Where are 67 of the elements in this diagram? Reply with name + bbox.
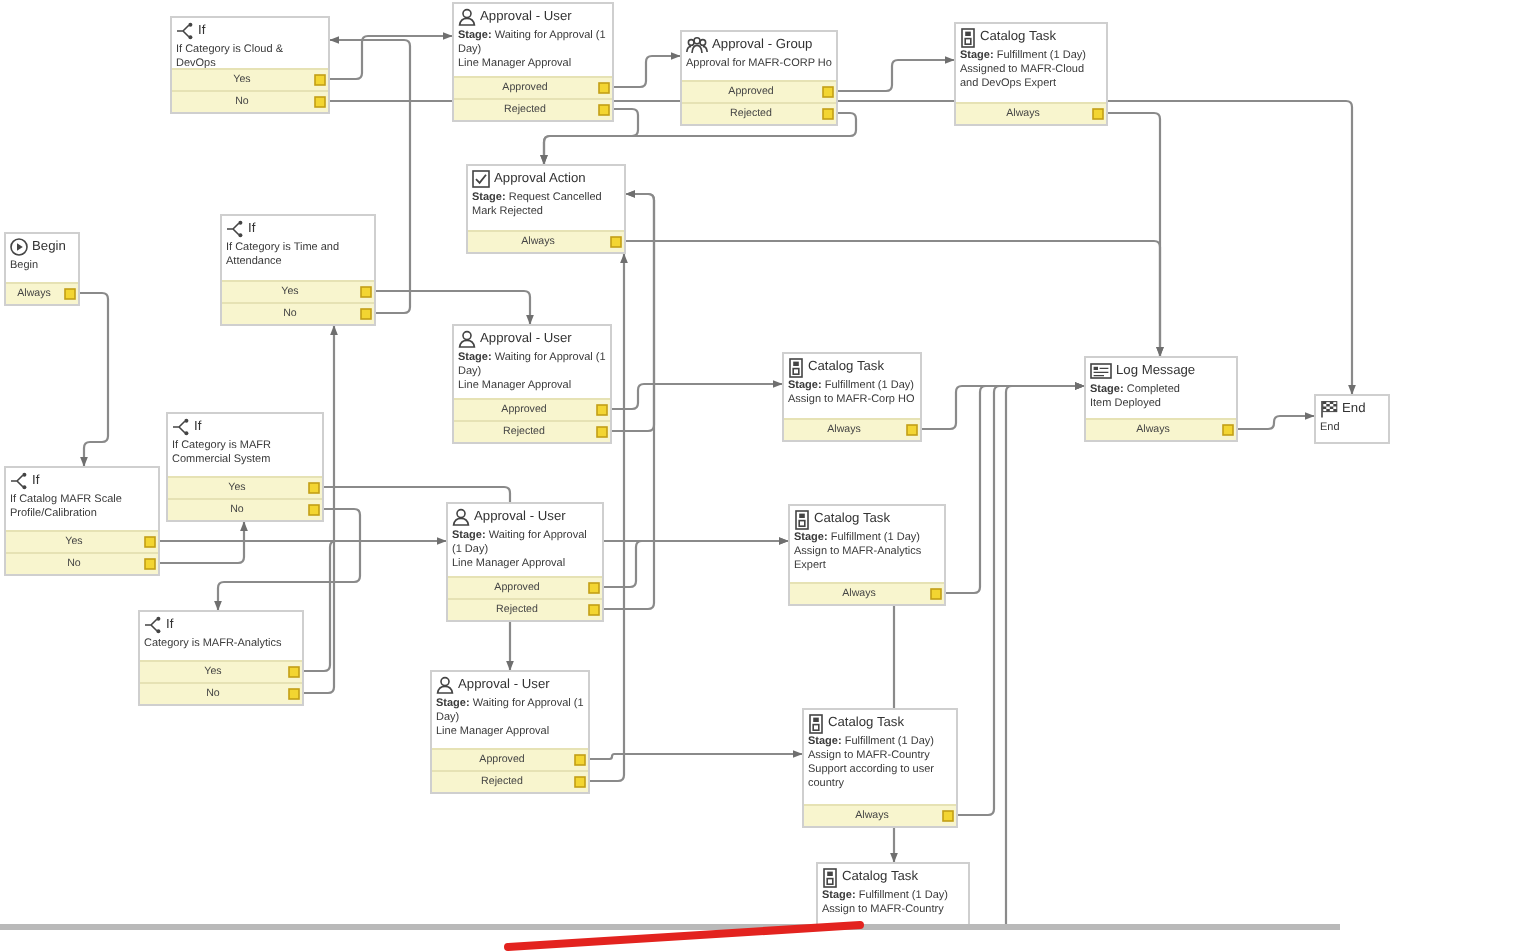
condition-row bbox=[222, 280, 374, 302]
connector-line bbox=[892, 604, 896, 708]
condition-row bbox=[454, 98, 612, 120]
activity-card bbox=[802, 708, 958, 828]
connector-arrow bbox=[329, 36, 412, 315]
condition-row bbox=[222, 302, 374, 324]
condition-row bbox=[448, 598, 602, 620]
activity-card bbox=[680, 30, 838, 126]
connector-arrow bbox=[626, 239, 1164, 357]
connector-arrow bbox=[590, 750, 803, 761]
activity-card bbox=[1084, 356, 1238, 442]
activity-card bbox=[446, 502, 604, 622]
activity-card bbox=[954, 22, 1108, 126]
condition-row bbox=[1086, 418, 1236, 440]
activity-card bbox=[430, 670, 590, 794]
condition-row bbox=[6, 282, 78, 304]
connector-arrow bbox=[214, 507, 362, 611]
condition-row bbox=[956, 102, 1106, 124]
connector-arrow bbox=[540, 111, 858, 165]
connector-arrow bbox=[1004, 382, 1085, 924]
activity-card bbox=[788, 504, 946, 606]
condition-row bbox=[468, 230, 624, 252]
activity-card bbox=[782, 352, 922, 442]
activity-card bbox=[816, 862, 970, 924]
condition-row bbox=[682, 102, 836, 124]
activity-card bbox=[220, 214, 376, 326]
condition-row bbox=[804, 804, 956, 826]
condition-row bbox=[454, 398, 610, 420]
condition-row bbox=[432, 748, 588, 770]
connector-arrow bbox=[160, 521, 248, 565]
condition-row bbox=[140, 660, 302, 682]
activity-card bbox=[4, 232, 80, 306]
connector-arrow bbox=[612, 380, 783, 411]
condition-row bbox=[432, 770, 588, 792]
connector-arrow bbox=[890, 826, 898, 863]
condition-row bbox=[172, 90, 328, 112]
condition-row bbox=[682, 80, 836, 102]
condition-row bbox=[168, 498, 322, 520]
activity-card bbox=[166, 412, 324, 522]
connector-arrow bbox=[604, 190, 656, 611]
condition-row bbox=[140, 682, 302, 704]
activity-card bbox=[452, 2, 614, 122]
connector-arrow bbox=[304, 537, 447, 673]
connector-arrow bbox=[838, 56, 955, 93]
condition-row bbox=[454, 76, 612, 98]
condition-row bbox=[168, 476, 322, 498]
connector-arrow bbox=[590, 253, 628, 783]
connector-arrow bbox=[80, 291, 110, 467]
activity-card bbox=[452, 324, 612, 444]
condition-row bbox=[172, 68, 328, 90]
condition-row bbox=[784, 418, 920, 440]
condition-row bbox=[790, 582, 944, 604]
activity-card bbox=[138, 610, 304, 706]
connector-arrow bbox=[304, 325, 338, 695]
connector-arrow bbox=[330, 32, 453, 81]
connector-arrow bbox=[614, 52, 681, 89]
activity-card bbox=[4, 466, 160, 576]
connector-arrow bbox=[604, 537, 789, 589]
condition-row bbox=[6, 530, 158, 552]
condition-row bbox=[6, 552, 158, 574]
connector-arrow bbox=[1238, 412, 1315, 431]
condition-row bbox=[454, 420, 610, 442]
activity-card bbox=[466, 164, 626, 254]
condition-row bbox=[448, 576, 602, 598]
activity-card bbox=[170, 16, 330, 114]
activity-card bbox=[1314, 394, 1390, 444]
connector-arrow bbox=[376, 289, 534, 325]
